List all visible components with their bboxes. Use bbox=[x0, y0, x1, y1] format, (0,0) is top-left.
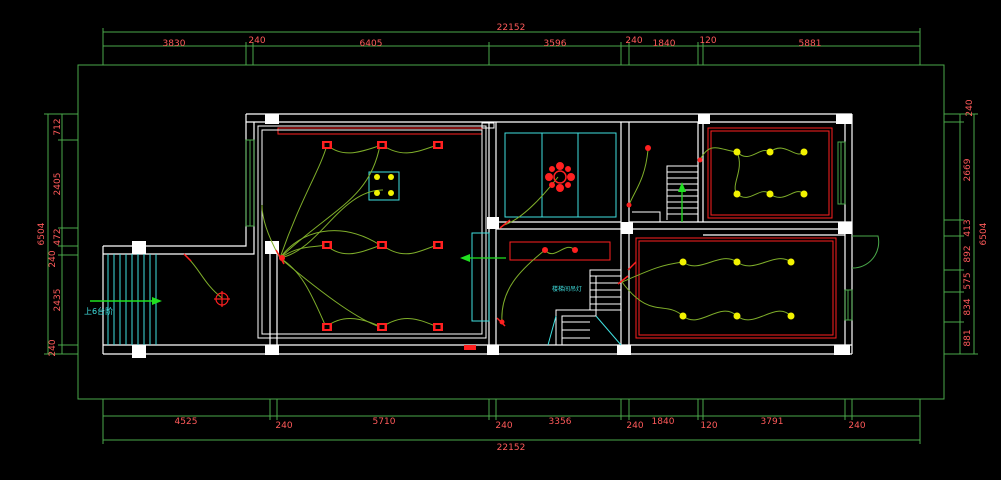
top-dimension-7: 120 bbox=[699, 36, 716, 46]
wall-lamps bbox=[279, 145, 703, 325]
ceiling-outlines bbox=[277, 127, 837, 339]
top-dimension-8: 5881 bbox=[799, 39, 822, 49]
left-dimension-chain bbox=[44, 113, 78, 355]
bottom-dimension-10: 240 bbox=[848, 421, 865, 431]
stair-rail bbox=[547, 315, 622, 346]
left-dimension-1: 712 bbox=[53, 118, 63, 135]
stair-up-arrow bbox=[90, 297, 162, 305]
top-dimension-1: 3830 bbox=[163, 39, 186, 49]
walls bbox=[102, 113, 853, 355]
left-dimension-6: 240 bbox=[48, 339, 58, 356]
left-dimension-3: 472 bbox=[53, 228, 63, 245]
bottom-total-dimension: 22152 bbox=[497, 443, 526, 453]
structural-columns bbox=[132, 114, 852, 358]
upper-right-stair bbox=[632, 165, 698, 222]
right-dimension-1: 240 bbox=[965, 99, 975, 116]
top-dimension-4: 3596 bbox=[544, 39, 567, 49]
drawing-frame bbox=[77, 64, 945, 400]
bottom-dimension-5: 3356 bbox=[549, 417, 572, 427]
bottom-dimension-1: 4525 bbox=[175, 417, 198, 427]
door-swing bbox=[851, 235, 880, 269]
right-dimension-4: 892 bbox=[963, 245, 973, 262]
entry-steps bbox=[107, 254, 157, 345]
chandelier bbox=[545, 162, 575, 192]
right-dimension-3: 413 bbox=[963, 219, 973, 236]
pendant-light bbox=[214, 291, 230, 307]
ceiling-lights-living-inner bbox=[324, 143, 441, 329]
bottom-dimension-9: 3791 bbox=[761, 417, 784, 427]
right-dimension-7: 881 bbox=[963, 329, 973, 346]
switches bbox=[183, 219, 637, 327]
top-dimension-chain bbox=[102, 28, 921, 65]
top-dimension-6: 1840 bbox=[653, 39, 676, 49]
bottom-dimension-chain bbox=[102, 399, 921, 444]
right-dimension-5: 575 bbox=[963, 272, 973, 289]
bottom-dimension-3: 5710 bbox=[373, 417, 396, 427]
panel-box bbox=[464, 345, 476, 350]
stair-up-label: 上6台阶 bbox=[84, 306, 113, 316]
left-total-dimension: 6504 bbox=[37, 222, 47, 245]
stair-arrow-up bbox=[678, 182, 686, 222]
right-dimension-2: 2669 bbox=[963, 158, 973, 181]
meter-box bbox=[481, 122, 495, 129]
bottom-dimension-6: 240 bbox=[626, 421, 643, 431]
bottom-dimension-4: 240 bbox=[495, 421, 512, 431]
left-dimension-5: 2435 bbox=[53, 289, 63, 312]
windows bbox=[245, 139, 853, 321]
left-dimension-4: 240 bbox=[48, 250, 58, 267]
right-dimension-chain bbox=[944, 113, 978, 355]
cabinet bbox=[368, 132, 617, 322]
top-dimension-5: 240 bbox=[625, 36, 642, 46]
top-dimension-2: 240 bbox=[248, 36, 265, 46]
mid-note-label: 楼梯间吊灯 bbox=[552, 285, 582, 293]
top-total-dimension: 22152 bbox=[497, 23, 526, 33]
top-dimension-3: 6405 bbox=[360, 39, 383, 49]
bottom-dimension-7: 1840 bbox=[652, 417, 675, 427]
left-dimension-2: 2405 bbox=[53, 173, 63, 196]
right-total-dimension: 6504 bbox=[979, 222, 989, 245]
ceiling-outlines-white bbox=[257, 125, 487, 339]
bottom-dimension-8: 120 bbox=[700, 421, 717, 431]
bottom-dimension-2: 240 bbox=[275, 421, 292, 431]
yellow-downlights bbox=[374, 148, 808, 320]
corridor-arrow bbox=[460, 254, 506, 262]
right-dimension-6: 834 bbox=[963, 298, 973, 315]
ceiling-lights-living bbox=[322, 141, 443, 331]
